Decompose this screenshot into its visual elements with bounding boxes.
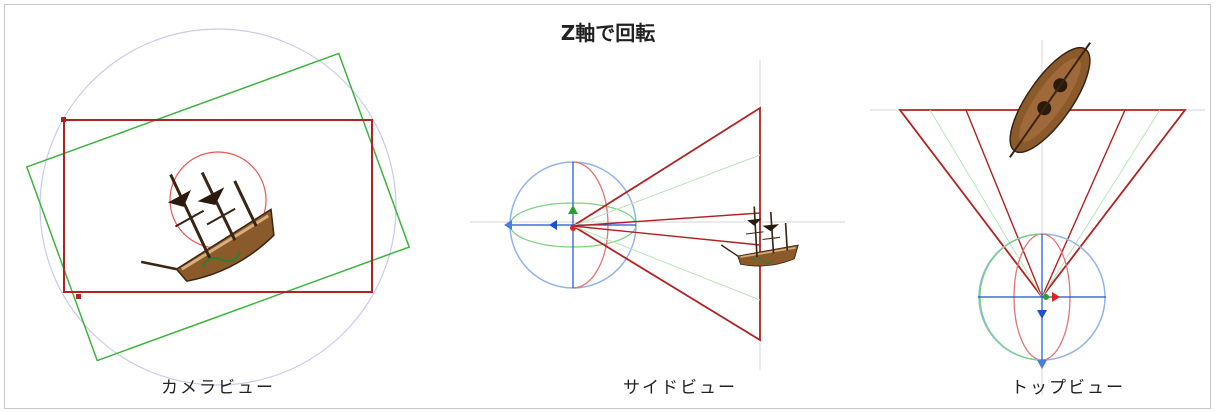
frame-handle	[61, 117, 66, 122]
side-view	[470, 60, 845, 370]
arrow-icon	[1052, 292, 1060, 302]
ship-model-icon	[115, 144, 285, 297]
side-view-label: サイドビュー	[580, 373, 780, 398]
camera-view	[27, 29, 409, 385]
arrow-icon	[1037, 360, 1047, 369]
arrow-icon	[568, 205, 578, 214]
camera-origin	[1043, 294, 1049, 300]
rotated-frustum-edge	[1042, 110, 1160, 297]
frame-handle	[76, 294, 81, 299]
camera-view-label: カメラビュー	[118, 373, 318, 398]
top-view	[870, 30, 1205, 395]
ship-model-icon	[992, 30, 1108, 170]
arrow-icon	[1037, 310, 1047, 319]
top-view-label: トップビュー	[968, 373, 1168, 398]
